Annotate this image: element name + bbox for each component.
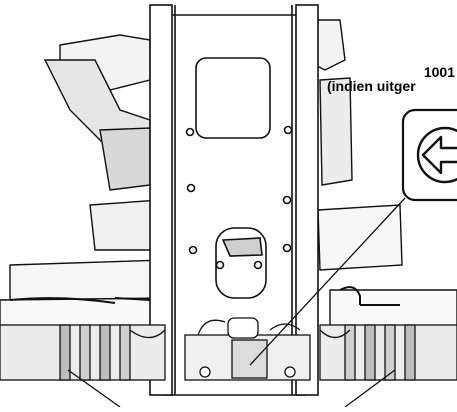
right-machinery (304, 19, 457, 331)
arrow-sign (401, 108, 457, 202)
left-machinery (0, 34, 171, 329)
callout-note: (indien uitger (327, 78, 416, 94)
arrow-left-icon (416, 126, 457, 184)
leader-lines (67, 197, 406, 408)
callout-number: 1001 (423, 64, 455, 80)
lower-axle-assembly (0, 317, 457, 381)
hoses (9, 286, 400, 306)
